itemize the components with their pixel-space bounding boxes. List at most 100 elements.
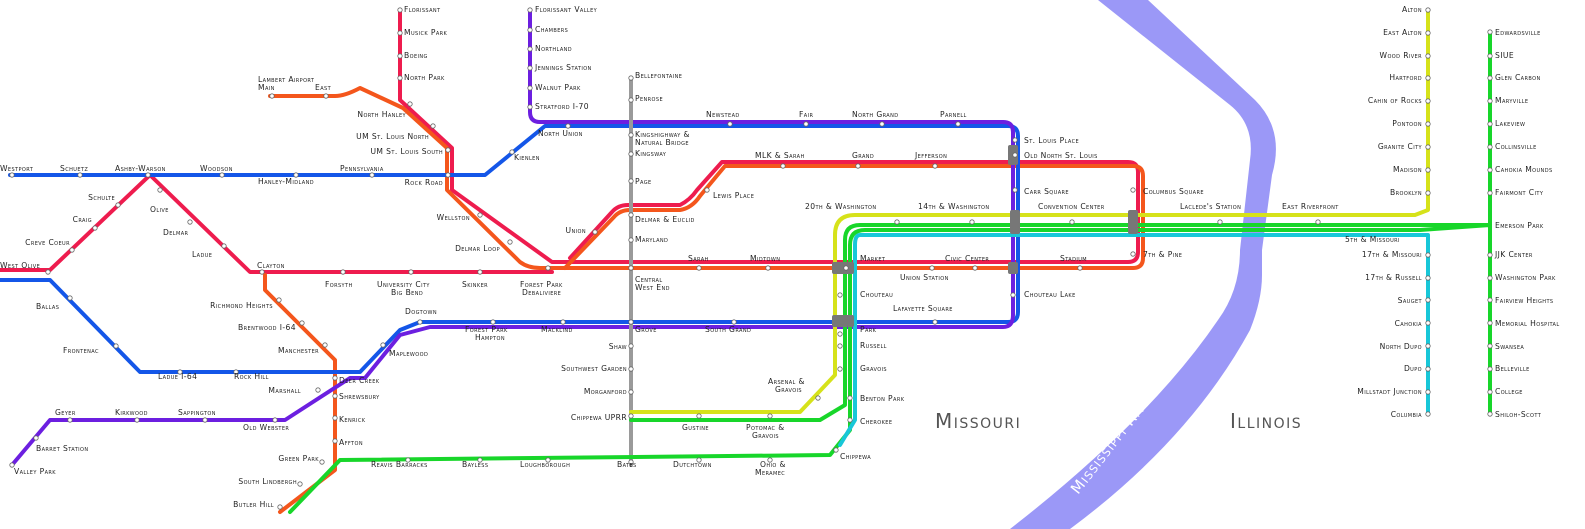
station-label-north-dupo[interactable]: North Dupo [1380, 342, 1422, 351]
station-label-sarah[interactable]: Sarah [688, 254, 709, 263]
station-label-forsyth[interactable]: Forsyth [325, 280, 353, 289]
station-dot[interactable] [1425, 7, 1431, 13]
station-dot[interactable] [397, 53, 403, 59]
station-label-north-grand[interactable]: North Grand [852, 110, 899, 119]
station-dot[interactable] [332, 438, 338, 444]
station-dot[interactable] [407, 101, 413, 107]
station-label-kirkwood[interactable]: Kirkwood [115, 408, 148, 417]
station-label-potomac-gravois-2[interactable]: Gravois [752, 431, 779, 440]
station-label-maryville[interactable]: Maryville [1495, 96, 1528, 105]
station-dot[interactable] [628, 343, 634, 349]
station-label-17th-russell[interactable]: 17th & Russell [1365, 273, 1422, 282]
station-dot[interactable] [894, 219, 900, 225]
station-dot[interactable] [628, 75, 634, 81]
station-dot[interactable] [1425, 98, 1431, 104]
station-label-millstadt[interactable]: Millstadt Junction [1357, 387, 1422, 396]
station-dot[interactable] [731, 319, 737, 325]
station-dot[interactable] [1487, 343, 1493, 349]
station-label-college[interactable]: College [1495, 387, 1523, 396]
station-label-kenrick[interactable]: Kenrick [339, 415, 366, 424]
station-label-market[interactable]: Market [860, 254, 886, 263]
station-dot[interactable] [847, 417, 853, 423]
station-label-7th-pine[interactable]: 7th & Pine [1143, 250, 1182, 259]
station-label-lacledes[interactable]: Laclede's Station [1180, 202, 1241, 211]
station-label-skinker[interactable]: Skinker [462, 280, 488, 289]
station-dot[interactable] [69, 247, 75, 253]
station-dot[interactable] [704, 187, 710, 193]
station-dot[interactable] [1130, 187, 1136, 193]
station-label-madison[interactable]: Madison [1393, 165, 1422, 174]
station-dot[interactable] [1217, 219, 1223, 225]
station-dot[interactable] [837, 366, 843, 372]
station-dot[interactable] [187, 219, 193, 225]
station-dot[interactable] [1012, 152, 1018, 158]
station-dot[interactable] [445, 147, 451, 153]
station-label-chouteau-lake[interactable]: Chouteau Lake [1024, 290, 1076, 299]
station-dot[interactable] [837, 343, 843, 349]
station-label-union[interactable]: Union [566, 226, 586, 235]
station-dot[interactable] [767, 413, 773, 419]
station-dot[interactable] [847, 395, 853, 401]
station-label-clayton[interactable]: Clayton [257, 261, 285, 270]
station-label-memorial-hospital[interactable]: Memorial Hospital [1495, 319, 1560, 328]
station-dot[interactable] [1487, 366, 1493, 372]
station-label-jennings[interactable]: Jennings Station [534, 63, 592, 72]
station-dot[interactable] [1487, 29, 1493, 35]
station-label-kingshighway[interactable]: Kingshighway & [635, 130, 690, 139]
station-label-northland[interactable]: Northland [535, 44, 572, 53]
station-dot[interactable] [592, 229, 598, 235]
station-dot[interactable] [803, 121, 809, 127]
station-dot[interactable] [507, 239, 513, 245]
station-dot[interactable] [397, 30, 403, 36]
station-dot[interactable] [527, 85, 533, 91]
station-dot[interactable] [1425, 167, 1431, 173]
station-label-ladue[interactable]: Ladue [192, 250, 212, 259]
station-dot[interactable] [527, 7, 533, 13]
station-label-umsl-south[interactable]: UM St. Louis South [370, 147, 443, 156]
station-label-gravois[interactable]: Gravois [860, 364, 887, 373]
station-dot[interactable] [696, 457, 702, 463]
station-label-cherokee[interactable]: Cherokee [860, 417, 892, 426]
station-dot[interactable] [1077, 265, 1083, 271]
station-label-forest-park[interactable]: Forest Park [520, 280, 563, 289]
station-dot[interactable] [417, 319, 423, 325]
station-dot[interactable] [1487, 297, 1493, 303]
station-dot[interactable] [972, 265, 978, 271]
station-label-page[interactable]: Page [635, 177, 652, 186]
station-label-fairview-heights[interactable]: Fairview Heights [1495, 296, 1553, 305]
station-dot[interactable] [1130, 251, 1136, 257]
station-label-belleville[interactable]: Belleville [1495, 364, 1530, 373]
station-label-dupo[interactable]: Dupo [1404, 364, 1422, 373]
station-dot[interactable] [1425, 366, 1431, 372]
station-dot[interactable] [1425, 30, 1431, 36]
station-label-north-park[interactable]: North Park [404, 73, 445, 82]
station-label-university-city-2[interactable]: Big Bend [391, 288, 423, 297]
station-dot[interactable] [780, 163, 786, 169]
station-dot[interactable] [955, 121, 961, 127]
station-label-carr-square[interactable]: Carr Square [1024, 187, 1069, 196]
station-label-rock-road[interactable]: Rock Road [405, 178, 443, 187]
station-label-jefferson[interactable]: Jefferson [914, 151, 947, 160]
station-label-benton-park[interactable]: Benton Park [860, 394, 905, 403]
station-dot[interactable] [77, 172, 83, 178]
station-label-old-north[interactable]: Old North St. Louis [1024, 151, 1098, 160]
station-dot[interactable] [628, 413, 634, 419]
station-label-south-grand[interactable]: South Grand [705, 325, 751, 334]
station-dot[interactable] [1069, 219, 1075, 225]
station-dot[interactable] [113, 343, 119, 349]
station-dot[interactable] [1010, 292, 1016, 298]
station-dot[interactable] [134, 417, 140, 423]
station-dot[interactable] [1487, 121, 1493, 127]
station-label-lakeview[interactable]: Lakeview [1495, 119, 1525, 128]
station-label-shiloh-scott[interactable]: Shiloh-Scott [1495, 410, 1542, 419]
station-dot[interactable] [932, 163, 938, 169]
station-dot[interactable] [696, 413, 702, 419]
station-label-morganford[interactable]: Morganford [584, 387, 627, 396]
station-dot[interactable] [299, 320, 305, 326]
station-dot[interactable] [9, 172, 15, 178]
station-label-collinsville[interactable]: Collinsville [1495, 142, 1537, 151]
station-dot[interactable] [545, 457, 551, 463]
station-label-grand[interactable]: Grand [852, 151, 874, 160]
station-dot[interactable] [490, 319, 496, 325]
station-dot[interactable] [628, 212, 634, 218]
